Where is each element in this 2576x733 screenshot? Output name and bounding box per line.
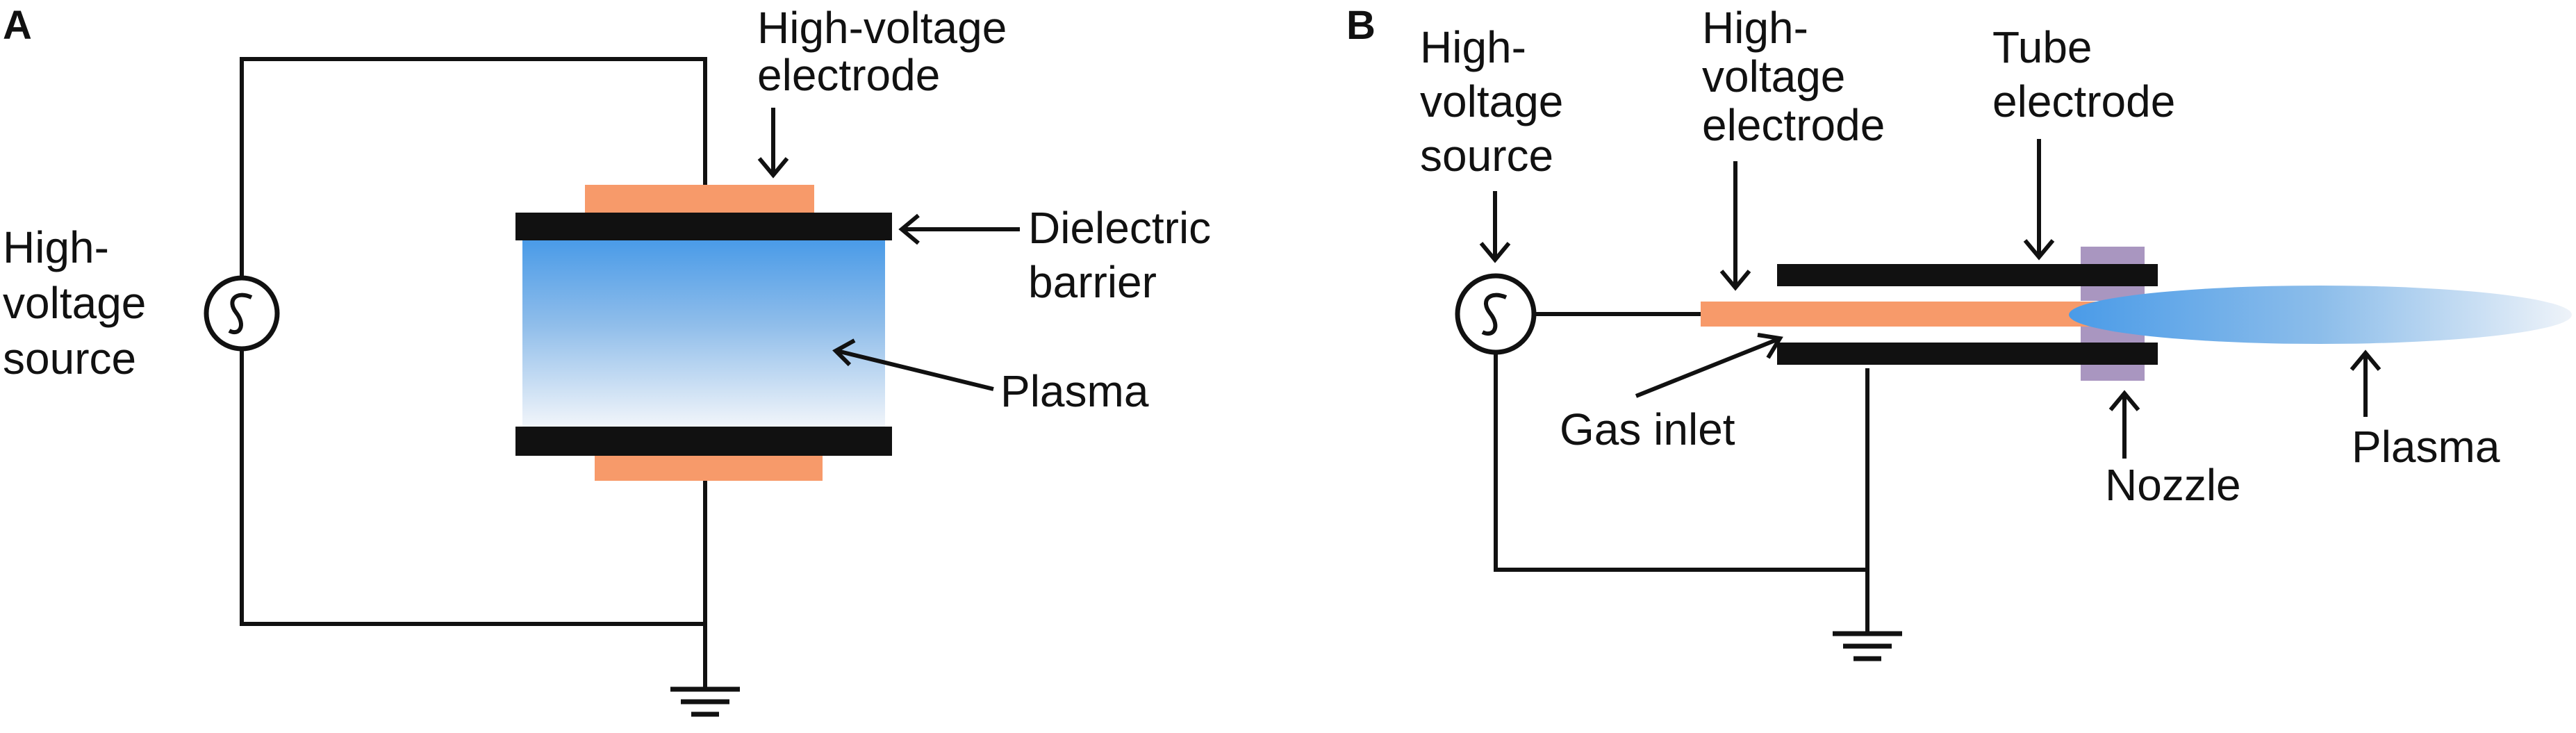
arrow-icon (2108, 390, 2140, 459)
panel-a-plasma (522, 240, 885, 427)
panel-a-wire-top (240, 57, 707, 278)
ground-icon (670, 686, 740, 717)
panel-a-top-dielectric (515, 213, 892, 240)
panel-a-electrode-label: High-voltage electrode (757, 3, 1019, 100)
panel-b-source-label: High- voltage source (1420, 22, 1576, 181)
panel-b-letter: B (1346, 3, 1376, 48)
ac-source-icon (204, 275, 280, 352)
panel-a-dielectric-label: Dielectric barrier (1028, 203, 1223, 307)
panel-a-plasma-label: Plasma (1000, 366, 1149, 416)
arrow-icon (832, 338, 994, 391)
panel-b-tube-label: Tube electrode (1992, 22, 2175, 126)
panel-b-electrode-label: High- voltage electrode (1702, 3, 1885, 150)
arrow-icon (1479, 191, 1511, 263)
panel-b-nozzle-label: Nozzle (2105, 460, 2241, 510)
panel-a-letter: A (3, 3, 32, 48)
panel-a-wire-bottom (240, 349, 707, 626)
panel-b-plasma-jet (2069, 286, 2572, 344)
panel-a-source-label: High- voltage source (3, 222, 158, 384)
arrow-icon (2023, 139, 2055, 261)
arrow-icon (1719, 161, 1751, 291)
panel-b-tube-electrode-bottom (1777, 343, 2158, 365)
panel-b-plasma-label: Plasma (2352, 422, 2500, 472)
arrow-icon (2350, 349, 2381, 417)
ground-icon (1833, 631, 1902, 661)
panel-a-bottom-dielectric (515, 427, 892, 456)
arrow-icon (898, 213, 1020, 245)
panel-a-bottom-electrode (595, 456, 823, 481)
panel-a: A High-voltage electrode (3, 3, 1223, 717)
arrow-icon (757, 108, 789, 179)
panel-b: B High- voltage source (1346, 3, 2572, 661)
panel-b-wire-return (1494, 347, 1869, 572)
arrow-icon (1635, 333, 1783, 398)
ac-source-icon (1455, 273, 1537, 355)
panel-a-top-electrode (585, 185, 814, 214)
panel-b-tube-electrode-top (1777, 264, 2158, 286)
panel-b-gas-inlet-label: Gas inlet (1560, 404, 1735, 454)
